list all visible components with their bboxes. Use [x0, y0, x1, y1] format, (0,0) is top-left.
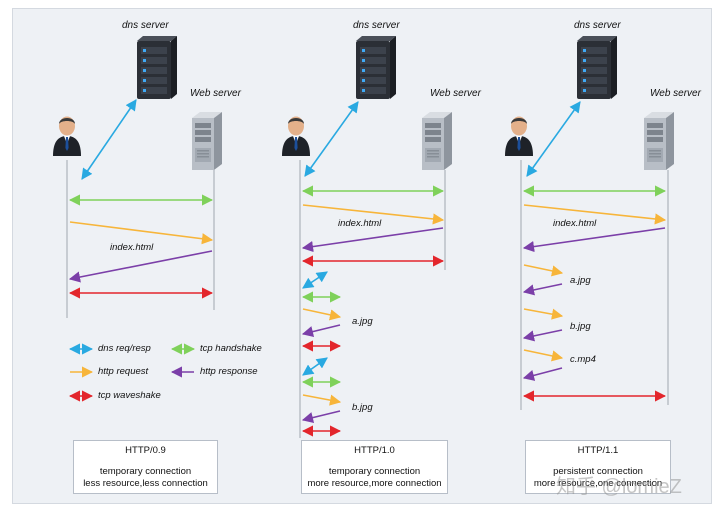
message-label: index.html — [338, 218, 382, 229]
response-arrow — [522, 329, 563, 342]
request-arrow — [523, 308, 564, 320]
legend-handshake-label: tcp handshake — [200, 343, 262, 354]
legend-request-label: http request — [98, 366, 149, 377]
request-arrow — [302, 394, 342, 406]
message-label: a.jpg — [352, 316, 373, 327]
response-arrow — [301, 227, 444, 253]
dns-server-icon — [137, 36, 177, 99]
web-server-label: Web server — [190, 88, 241, 99]
summary-box-http-1-0: HTTP/1.0 temporary connection more resou… — [301, 440, 448, 494]
response-arrow — [522, 283, 563, 296]
summary-line: temporary connection — [99, 466, 192, 477]
dns-server-icon — [356, 36, 396, 99]
dns-arrow — [302, 271, 328, 289]
dns-arrow — [81, 99, 137, 180]
request-arrow — [302, 204, 445, 225]
web-server-icon — [422, 112, 452, 170]
request-arrow — [302, 308, 342, 321]
response-arrow — [301, 324, 341, 338]
message-label: a.jpg — [570, 275, 591, 286]
dns-server-label: dns server — [122, 20, 169, 31]
dns-arrow — [526, 101, 581, 177]
user-icon — [53, 116, 81, 156]
message-label: b.jpg — [352, 402, 373, 413]
watermark: 知乎 @lomieZ — [556, 476, 682, 498]
dns-server-label: dns server — [353, 20, 400, 31]
dns-arrow — [304, 101, 359, 177]
summary-line: persistent connection — [553, 466, 643, 477]
column-http-0-9 — [53, 36, 222, 318]
message-label: index.html — [553, 218, 597, 229]
legend-dns-label: dns req/resp — [98, 343, 151, 354]
dns-server-icon — [577, 36, 617, 99]
request-arrow — [69, 221, 214, 245]
user-icon — [505, 116, 533, 156]
summary-line: temporary connection — [328, 466, 421, 477]
legend-response-label: http response — [200, 366, 258, 377]
summary-version: HTTP/1.1 — [577, 445, 619, 456]
response-arrow — [522, 367, 563, 381]
message-label: c.mp4 — [570, 354, 596, 365]
summary-line: more resource,more connection — [307, 478, 442, 489]
web-server-icon — [644, 112, 674, 170]
web-server-label: Web server — [430, 88, 481, 99]
dns-arrow — [302, 357, 328, 376]
request-arrow — [523, 349, 564, 362]
summary-line: less resource,less connection — [83, 478, 208, 489]
request-arrow — [523, 264, 564, 277]
response-arrow — [68, 250, 213, 283]
web-server-icon — [192, 112, 222, 170]
summary-box-http-0-9: HTTP/0.9 temporary connection less resou… — [73, 440, 218, 494]
summary-box-http-1-1: HTTP/1.1 persistent connection more reso… — [525, 440, 671, 494]
request-arrow — [523, 204, 667, 225]
summary-version: HTTP/1.0 — [354, 445, 395, 456]
message-label: index.html — [110, 242, 154, 253]
user-icon — [282, 116, 310, 156]
column-http-1-1 — [505, 36, 674, 410]
summary-line: more resource,one connection — [533, 478, 663, 489]
message-label: b.jpg — [570, 321, 591, 332]
column-http-1-0 — [282, 36, 452, 438]
legend-swatches — [68, 343, 196, 402]
response-arrow — [522, 227, 666, 253]
legend-waveshake-label: tcp waveshake — [98, 390, 161, 401]
web-server-label: Web server — [650, 88, 701, 99]
summary-version: HTTP/0.9 — [125, 445, 166, 456]
response-arrow — [301, 410, 341, 424]
dns-server-label: dns server — [574, 20, 621, 31]
